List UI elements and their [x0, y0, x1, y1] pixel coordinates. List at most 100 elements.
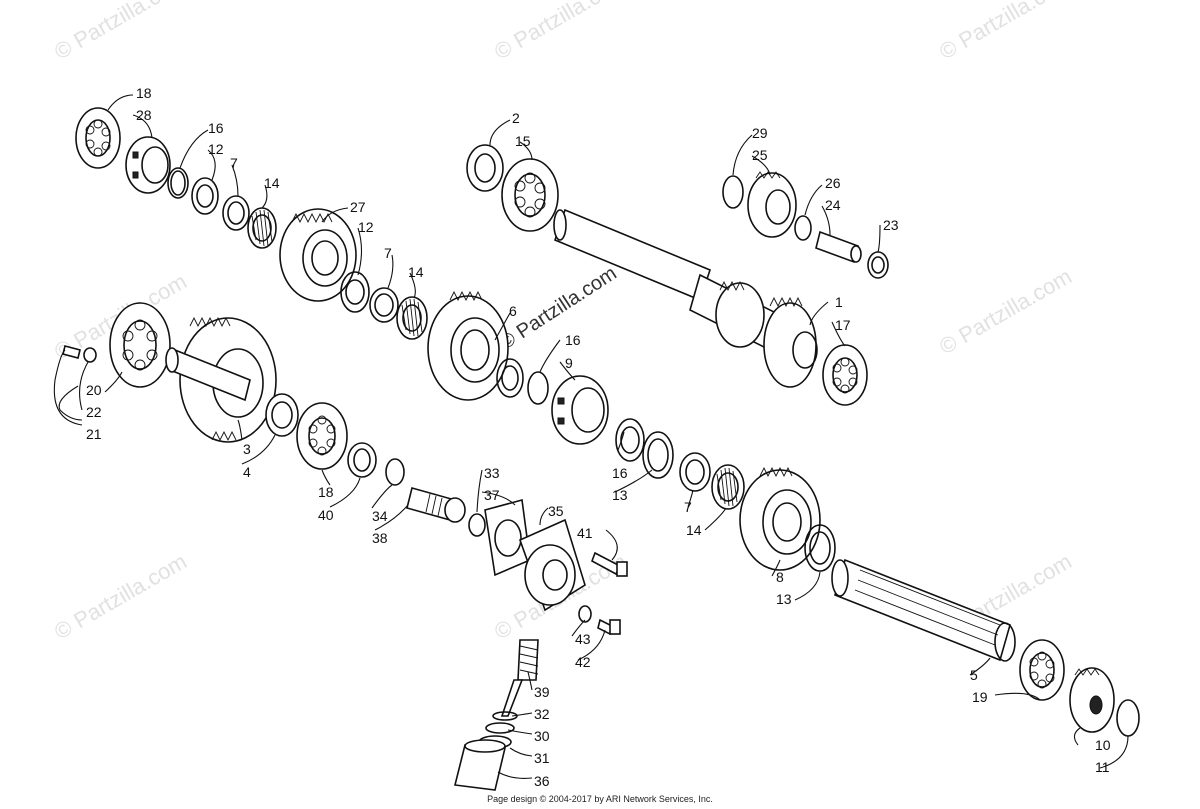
- housing-35: [518, 518, 586, 612]
- watermark: © Partzilla.com: [50, 0, 191, 64]
- bearing-18-top: [75, 107, 121, 169]
- watermark: © Partzilla.com: [50, 549, 191, 645]
- callout-9: 9: [565, 355, 573, 371]
- washer-22: [83, 347, 97, 363]
- callout-7-mid: 7: [384, 245, 392, 261]
- collar-7-mid: [369, 287, 399, 323]
- callout-42: 42: [575, 654, 591, 670]
- callout-2: 2: [512, 110, 520, 126]
- gear-25: [747, 171, 797, 238]
- shift-sleeve-9: [551, 375, 609, 445]
- watermark: © Partzilla.com: [490, 0, 631, 64]
- ring-23: [867, 251, 889, 279]
- gear-6: [427, 290, 509, 401]
- callout-6: 6: [509, 303, 517, 319]
- callout-37: 37: [484, 487, 500, 503]
- o-ring-30: [485, 722, 515, 734]
- callout-7-top: 7: [230, 155, 238, 171]
- callout-26: 26: [825, 175, 841, 191]
- callout-36: 36: [534, 773, 550, 789]
- collar-40: [347, 442, 377, 478]
- callout-31: 31: [534, 750, 550, 766]
- callout-38: 38: [372, 530, 388, 546]
- callout-14-top: 14: [264, 175, 280, 191]
- sleeve-28: [125, 136, 171, 194]
- callout-32: 32: [534, 706, 550, 722]
- callout-12-mid: 12: [358, 219, 374, 235]
- seal-2: [466, 144, 504, 192]
- o-ring-33: [468, 513, 486, 537]
- cable-end-36: [454, 739, 506, 791]
- gear-3: [165, 316, 277, 443]
- washer-16-lower: [615, 418, 645, 462]
- ring-small-mid: [527, 371, 549, 405]
- callout-11: 11: [1095, 759, 1110, 775]
- washer-13-right: [804, 524, 836, 572]
- snap-ring-11: [1116, 699, 1140, 737]
- callout-43: 43: [575, 631, 591, 647]
- leader-lines: [53, 94, 1129, 779]
- drive-gear-38: [406, 487, 466, 523]
- gear-10: [1069, 667, 1115, 733]
- callout-17: 17: [835, 317, 851, 333]
- gasket-37: [484, 498, 531, 577]
- washer-16-mid: [496, 358, 524, 398]
- callout-40: 40: [318, 507, 334, 523]
- callout-18-top: 18: [136, 85, 152, 101]
- callout-41: 41: [577, 525, 593, 541]
- callout-19: 19: [972, 689, 988, 705]
- callout-8: 8: [776, 569, 784, 585]
- callout-34: 34: [372, 508, 388, 524]
- callout-15: 15: [515, 133, 531, 149]
- callout-22: 22: [86, 404, 102, 420]
- callout-23: 23: [883, 217, 899, 233]
- gear-8: [739, 466, 821, 571]
- callout-20: 20: [86, 382, 102, 398]
- pin-24: [815, 230, 862, 264]
- bearing-20: [109, 302, 171, 388]
- bearing-15: [501, 158, 559, 232]
- needle-bearing-14-mid: [396, 296, 428, 340]
- callout-4: 4: [243, 464, 251, 480]
- callout-16-lower: 16: [612, 465, 628, 481]
- callout-labels: 18 28 16 12 7 14 27 12 7 14 2 15 29 25 2…: [86, 85, 1111, 789]
- gear-27: [279, 208, 357, 302]
- seal-4: [265, 393, 299, 437]
- callout-27: 27: [350, 199, 366, 215]
- bearing-19: [1019, 639, 1065, 701]
- bolt-41: [591, 551, 628, 577]
- callout-39: 39: [534, 684, 550, 700]
- collar-7-top: [222, 195, 250, 231]
- washer-13-lower: [642, 431, 674, 479]
- callout-13-lower: 13: [612, 487, 628, 503]
- callout-13-right: 13: [776, 591, 792, 607]
- callout-5: 5: [970, 667, 978, 683]
- callout-1: 1: [835, 294, 843, 310]
- washer-12-mid: [340, 271, 370, 313]
- callout-12-top: 12: [208, 141, 224, 157]
- ring-16-top: [167, 167, 189, 199]
- callout-25: 25: [752, 147, 768, 163]
- washer-34: [385, 458, 405, 486]
- callout-24: 24: [825, 197, 841, 213]
- driven-gear-39: [500, 639, 539, 717]
- callout-18-lower: 18: [318, 484, 334, 500]
- callout-33: 33: [484, 465, 500, 481]
- screw-42: [597, 618, 621, 636]
- shaft-1: [553, 208, 818, 388]
- callout-10: 10: [1095, 737, 1111, 753]
- washer-12-top: [191, 177, 219, 215]
- callout-7-lower: 7: [684, 499, 692, 515]
- callout-28: 28: [136, 107, 152, 123]
- callout-16-top: 16: [208, 120, 224, 136]
- needle-bearing-14-top: [247, 207, 277, 249]
- main-shaft-5: [831, 558, 1016, 662]
- callout-29: 29: [752, 125, 768, 141]
- page-footer: Page design © 2004-2017 by ARI Network S…: [487, 794, 713, 804]
- callout-30: 30: [534, 728, 550, 744]
- callout-16-mid: 16: [565, 332, 581, 348]
- collar-26: [794, 215, 812, 241]
- callout-21: 21: [86, 426, 102, 442]
- callout-14-lower: 14: [686, 522, 702, 538]
